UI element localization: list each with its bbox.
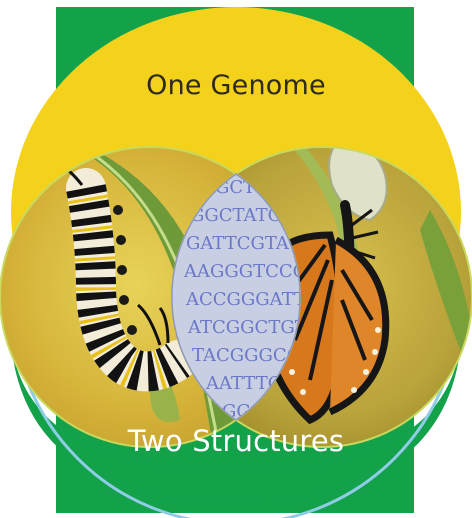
two-structures-label: Two Structures bbox=[0, 424, 472, 458]
one-genome-label: One Genome bbox=[0, 70, 472, 101]
dna-sequence-line: ACCGGGATTT bbox=[185, 289, 318, 310]
